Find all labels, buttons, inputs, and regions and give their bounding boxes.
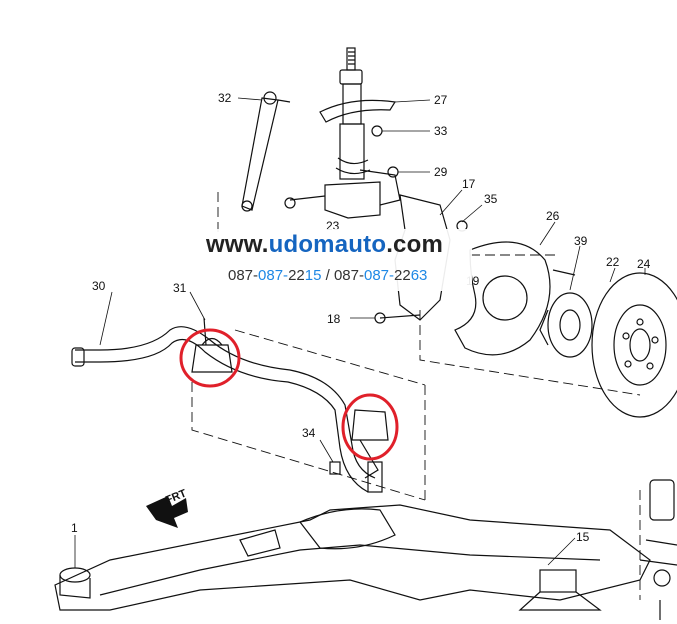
callout-15: 15 bbox=[576, 530, 590, 544]
highlight-circle-right-bushing bbox=[341, 393, 399, 461]
phone1-b: 087- bbox=[258, 267, 289, 284]
callout-leaders bbox=[74, 97, 646, 568]
splash-shield bbox=[454, 241, 551, 356]
watermark-banner bbox=[196, 229, 472, 291]
callout-29: 29 bbox=[434, 165, 448, 179]
front-direction-arrow bbox=[146, 496, 188, 528]
website-suffix: .com bbox=[386, 231, 444, 258]
website-brand: udomauto bbox=[268, 231, 387, 258]
phone1-c: 22 bbox=[288, 267, 305, 284]
phone2-c: 22 bbox=[394, 267, 411, 284]
brake-rotor bbox=[591, 272, 677, 418]
engine-mount bbox=[639, 479, 677, 620]
highlight-circle-left-bushing bbox=[179, 328, 241, 388]
callout-30: 30 bbox=[92, 279, 106, 293]
phone-separator: / bbox=[321, 267, 334, 284]
bushing-clamps bbox=[191, 317, 389, 493]
callout-35: 35 bbox=[484, 192, 498, 206]
callout-39: 39 bbox=[574, 234, 588, 248]
phone2-d: 63 bbox=[410, 267, 428, 284]
callout-32: 32 bbox=[218, 91, 232, 105]
stabilizer-bar bbox=[71, 326, 376, 493]
wheel-hub bbox=[539, 292, 593, 358]
phone1-d: 15 bbox=[304, 267, 322, 284]
callout-17: 17 bbox=[462, 177, 476, 191]
callout-1: 1 bbox=[71, 521, 78, 535]
callout-22: 22 bbox=[606, 255, 620, 269]
callout-33: 33 bbox=[434, 124, 448, 138]
assembly-dashed-lines bbox=[191, 192, 641, 600]
callout-18: 18 bbox=[327, 312, 341, 326]
subframe-crossmember bbox=[54, 504, 651, 611]
callout-27: 27 bbox=[434, 93, 448, 107]
callout-34: 34 bbox=[302, 426, 316, 440]
phone1-a: 087- bbox=[228, 267, 259, 284]
stabilizer-link bbox=[241, 91, 291, 212]
website-prefix: www. bbox=[206, 231, 269, 258]
part-34-nut bbox=[329, 461, 341, 475]
callout-24: 24 bbox=[637, 257, 651, 271]
phone2-b: 087- bbox=[363, 267, 395, 284]
callout-26: 26 bbox=[546, 209, 560, 223]
watermark-website: www.udomauto.com bbox=[206, 231, 443, 259]
callout-31: 31 bbox=[173, 281, 187, 295]
strut-assembly bbox=[319, 47, 401, 219]
phone2-a: 087- bbox=[333, 267, 364, 284]
highlight-circles bbox=[179, 328, 399, 461]
watermark-phones: 087-087-2215 / 087-087-2263 bbox=[228, 267, 427, 284]
